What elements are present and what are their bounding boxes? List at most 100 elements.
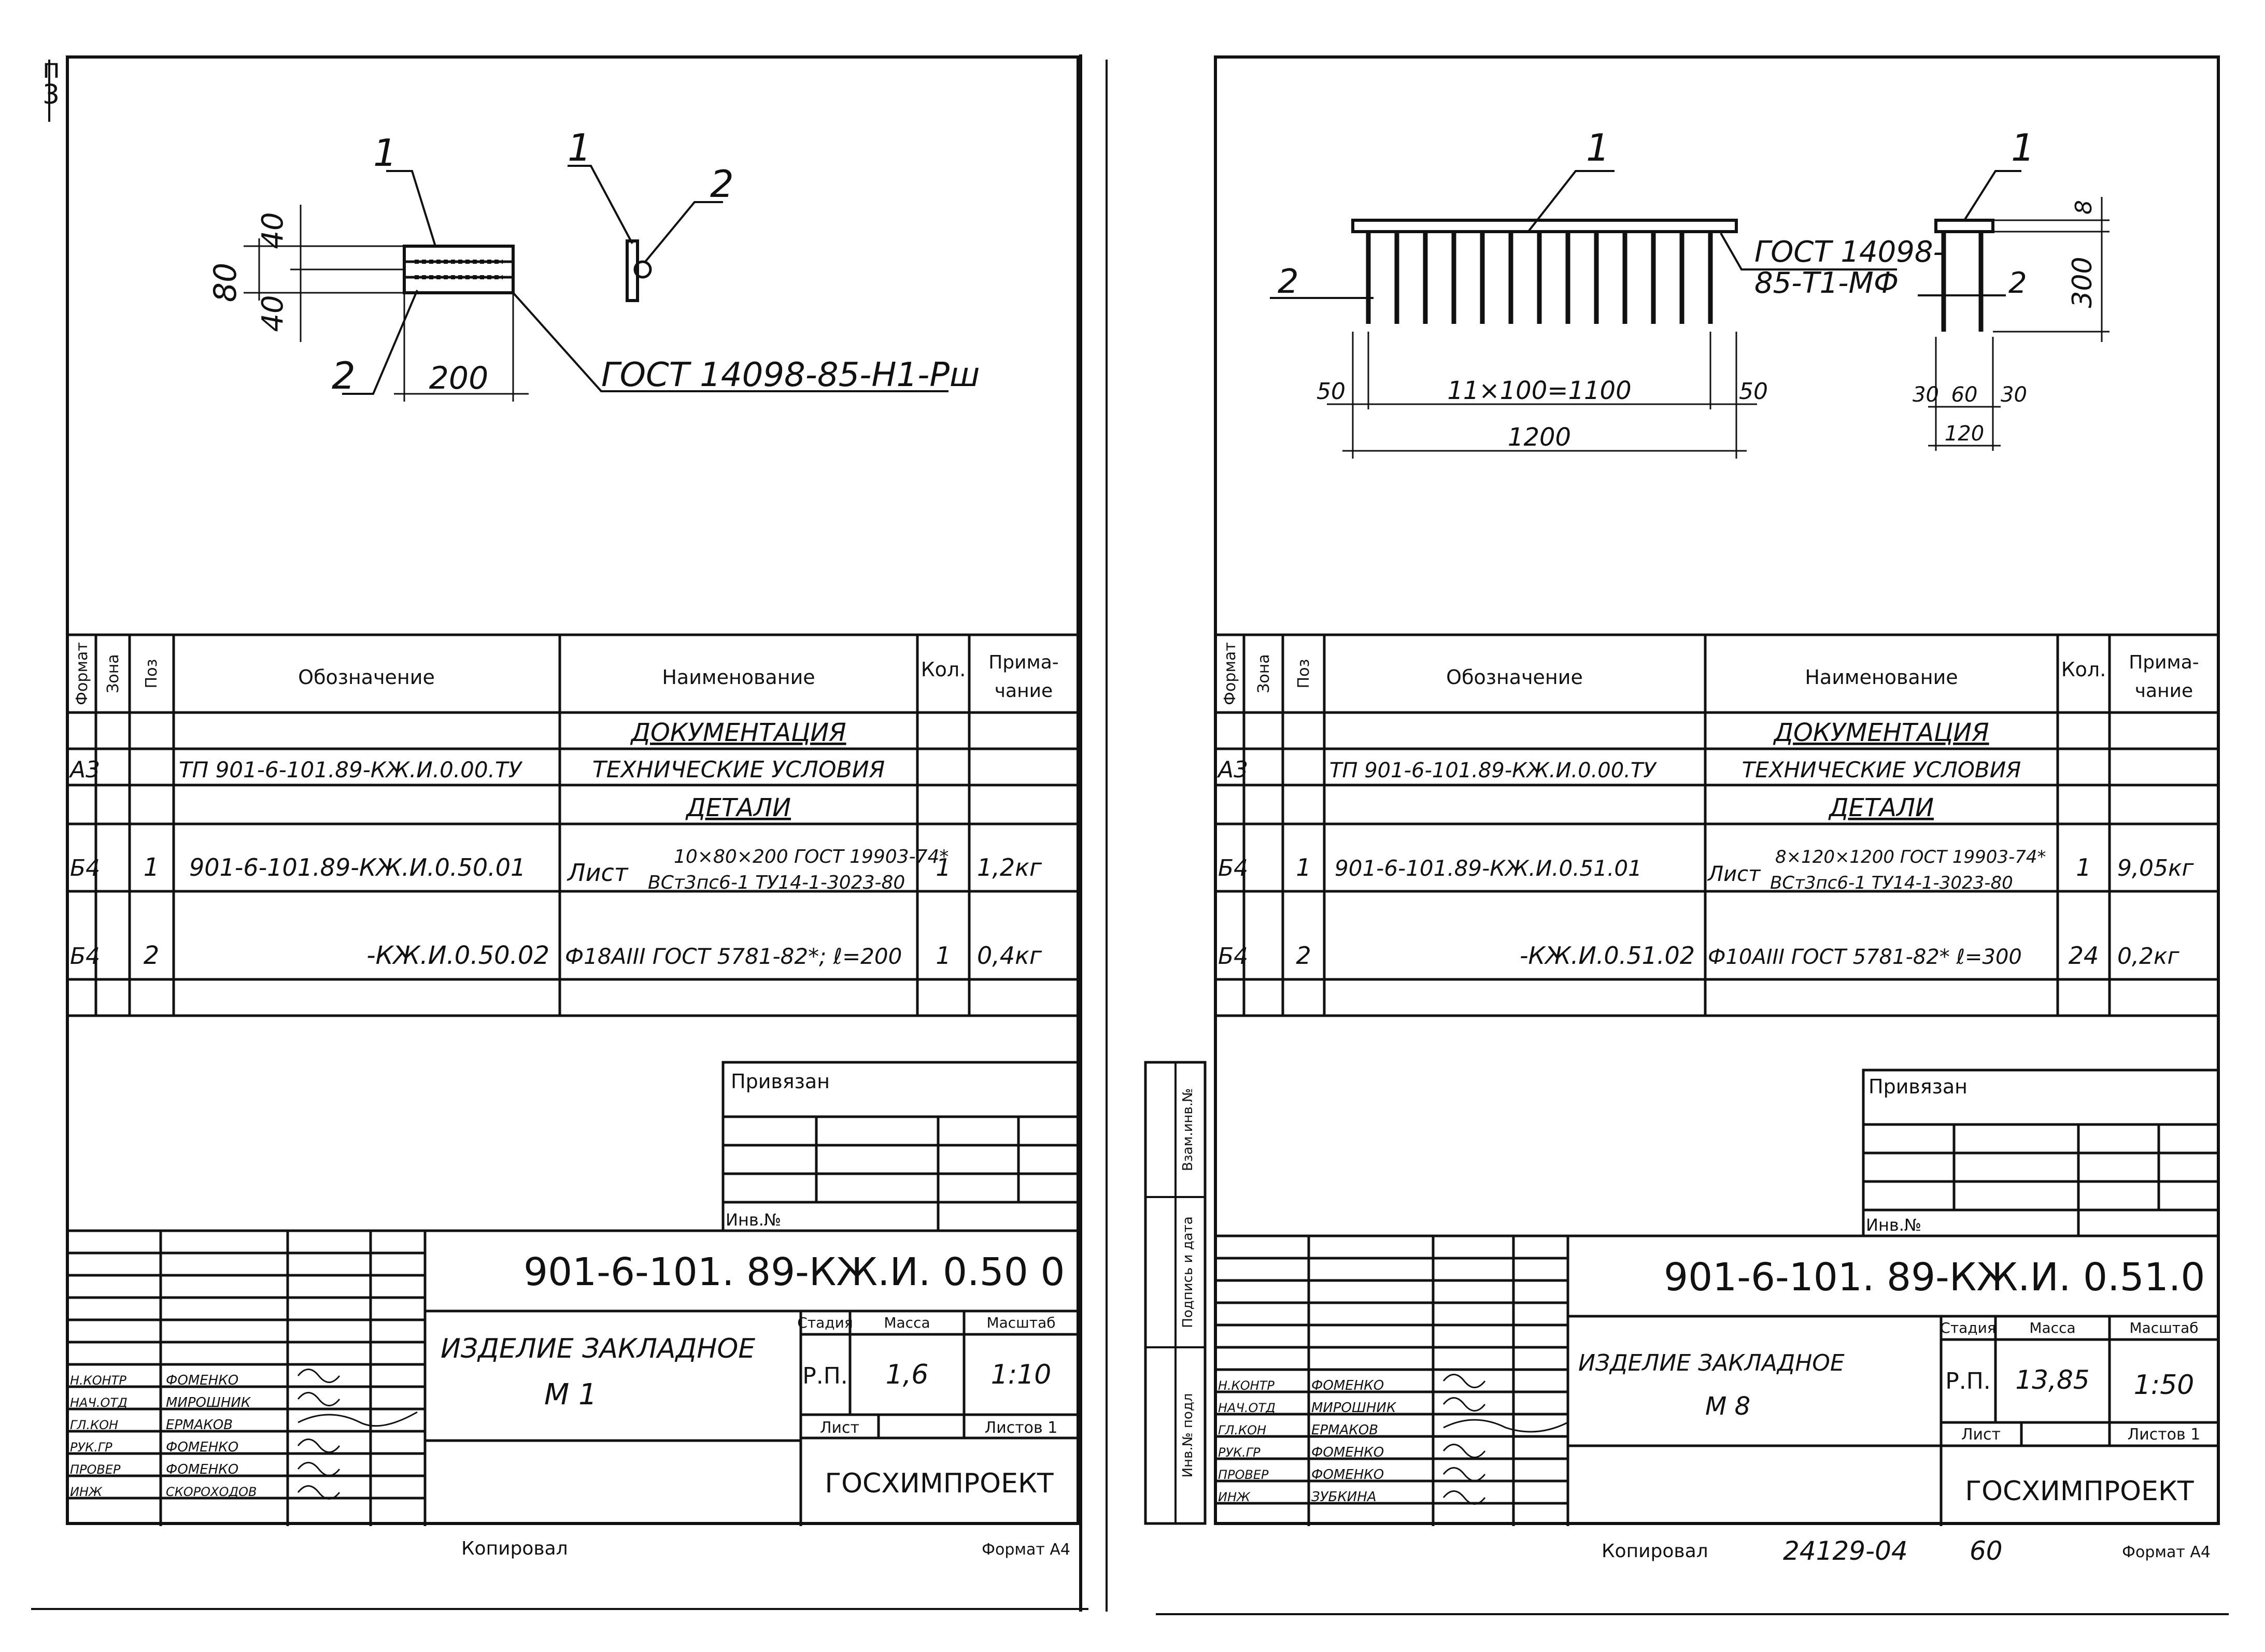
right-dim-label: 1200 — [1508, 423, 1571, 452]
staff-role: Н.КОНТР — [1218, 1378, 1275, 1393]
staff-role: РУК.ГР — [70, 1440, 112, 1455]
cell-pos: 2 — [144, 941, 160, 970]
staff-role: ИНЖ — [1218, 1490, 1251, 1504]
right-pos-label: 1 — [2011, 126, 2035, 169]
right-dim-label: 50 — [1739, 378, 1768, 405]
cell-name: ТЕХНИЧЕСКИЕ УСЛОВИЯ — [1742, 757, 2021, 782]
cell-name: ТЕХНИЧЕСКИЕ УСЛОВИЯ — [592, 757, 885, 783]
stadia-value: Р.П. — [802, 1363, 848, 1389]
header-note: чание — [2135, 680, 2193, 702]
doc-code: 901-6-101. 89-КЖ.И. 0.50 0 — [523, 1250, 1065, 1294]
massa-label: Масса — [884, 1314, 930, 1331]
cell-format: А3 — [68, 757, 100, 783]
masshtab-label: Масштаб — [2129, 1319, 2198, 1336]
cell-name: Лист — [1707, 862, 1761, 886]
cell-format: Б4 — [70, 855, 100, 881]
staff-role: РУК.ГР — [1218, 1445, 1261, 1460]
cell-name: ВСт3пс6-1 ТУ14-1-3023-80 — [1770, 873, 2013, 893]
org-name: ГОСХИМПРОЕКТ — [825, 1468, 1054, 1499]
header-name: Наименование — [1805, 666, 1958, 689]
cell-qty: 1 — [936, 853, 951, 881]
header-qty: Кол. — [2061, 658, 2106, 681]
left-privyazan-table — [721, 1061, 1080, 1232]
staff-name: ФОМЕНКО — [166, 1440, 238, 1455]
left-dim-label: 40 — [256, 212, 290, 249]
corner-mark-1: п — [43, 53, 60, 84]
header-name: Наименование — [662, 666, 815, 689]
side-label: Инв.№ подл — [1180, 1393, 1196, 1478]
cell-qty: 1 — [936, 942, 951, 970]
cell-designation: ТП 901-6-101.89-КЖ.И.0.00.ТУ — [1329, 759, 1657, 782]
format-label: Формат А4 — [2122, 1543, 2211, 1561]
right-dim-label: 50 — [1316, 378, 1346, 405]
format-label: Формат А4 — [982, 1541, 1070, 1559]
staff-name: ЕРМАКОВ — [166, 1417, 233, 1433]
cell-designation: 901-6-101.89-КЖ.И.0.51.01 — [1335, 856, 1642, 881]
kopiroval-label: Копировал — [1602, 1541, 1708, 1562]
header-format: Формат — [73, 642, 91, 705]
massa-label: Масса — [2029, 1319, 2075, 1336]
cell-format: Б4 — [1218, 855, 1248, 881]
list-label: Лист — [1961, 1426, 2001, 1444]
staff-name: СКОРОХОДОВ — [166, 1485, 257, 1499]
right-gost-label: ГОСТ 14098- — [1754, 235, 1944, 269]
cell-designation: 901-6-101.89-КЖ.И.0.50.01 — [189, 853, 526, 881]
left-dim-label: 40 — [256, 295, 290, 332]
left-spec-table — [66, 633, 1080, 1017]
right-dim-label: 120 — [1945, 422, 1984, 446]
stadia-value: Р.П. — [1945, 1368, 1991, 1394]
header-note: чание — [995, 680, 1053, 702]
staff-name: ФОМЕНКО — [166, 1373, 238, 1388]
header-format: Формат — [1221, 642, 1239, 705]
cell-designation: -КЖ.И.0.51.02 — [1520, 942, 1695, 970]
header-note: Прима- — [2129, 652, 2199, 673]
header-zone: Зона — [104, 654, 122, 693]
cell-name: Лист — [567, 859, 629, 887]
header-designation: Обозначение — [298, 666, 435, 689]
cell-designation: -КЖ.И.0.50.02 — [366, 941, 549, 970]
right-dim-label: 60 — [1951, 383, 1978, 407]
right-pos-label: 2 — [2008, 266, 2027, 300]
cell-pos: 1 — [144, 853, 160, 882]
cell-name: 8×120×1200 ГОСТ 19903-74* — [1775, 847, 2046, 867]
cell-pos: 2 — [1296, 942, 1311, 970]
list-label: Лист — [820, 1419, 859, 1437]
cell-qty: 1 — [2076, 853, 2091, 881]
cell-pos: 1 — [1296, 853, 1311, 881]
right-gost-label: 85-Т1-МФ — [1754, 266, 1899, 300]
cell-qty: 24 — [2069, 942, 2099, 970]
staff-role: Н.КОНТР — [70, 1373, 126, 1388]
staff-role: ГЛ.КОН — [1218, 1423, 1266, 1437]
header-pos: Поз — [143, 659, 161, 689]
header-note: Прима- — [988, 652, 1059, 673]
drawing-title: ИЗДЕЛИЕ ЗАКЛАДНОЕ — [441, 1333, 755, 1364]
left-plate-drawing — [244, 165, 949, 402]
staff-role: ПРОВЕР — [70, 1462, 121, 1477]
cell-name: Ф10АIII ГОСТ 5781-82* ℓ=300 — [1708, 945, 2022, 969]
staff-name: ФОМЕНКО — [166, 1462, 238, 1477]
staff-name: ФОМЕНКО — [1311, 1378, 1384, 1393]
left-pos-label: 2 — [710, 162, 734, 206]
massa-value: 13,85 — [2015, 1365, 2089, 1395]
side-label: Подпись и дата — [1180, 1216, 1196, 1328]
listov-label: Листов 1 — [985, 1419, 1058, 1437]
left-gost-label: ГОСТ 14098-85-Н1-Рш — [601, 356, 980, 394]
staff-name: ФОМЕНКО — [1311, 1445, 1384, 1460]
left-title-block — [67, 1229, 1078, 1526]
cell-note: 0,4кг — [977, 942, 1042, 970]
staff-role: ГЛ.КОН — [70, 1418, 118, 1432]
cell-note: 9,05кг — [2117, 855, 2195, 881]
staff-role: НАЧ.ОТД — [1218, 1401, 1276, 1415]
org-name: ГОСХИМПРОЕКТ — [1965, 1476, 2194, 1507]
staff-role: НАЧ.ОТД — [70, 1395, 128, 1410]
kopiroval-label: Копировал — [461, 1538, 568, 1559]
staff-name: ЗУБКИНА — [1311, 1489, 1377, 1505]
drawing-title: М 8 — [1705, 1392, 1750, 1421]
right-pos-label: 1 — [1586, 126, 1610, 169]
stadia-label: Стадия — [797, 1314, 853, 1331]
header-zone: Зона — [1255, 654, 1273, 693]
privyazan-label: Привязан — [731, 1070, 830, 1093]
right-pos-label: 2 — [1278, 263, 1299, 301]
masshtab-value: 1:10 — [991, 1359, 1052, 1390]
right-dim-label: 300 — [2067, 257, 2098, 308]
